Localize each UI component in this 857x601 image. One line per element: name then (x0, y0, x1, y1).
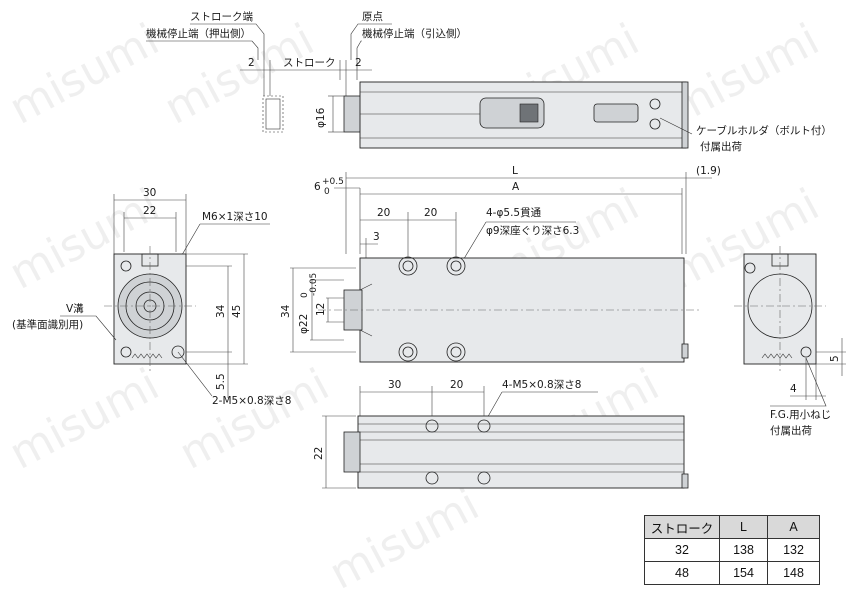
dim-22-bottom: 22 (313, 447, 325, 460)
spec-header-L: L (719, 515, 768, 539)
spec-header-A: A (767, 515, 820, 539)
watermark-8: misumi (1, 359, 167, 480)
dim-2-left: 2 (248, 57, 255, 69)
stroke-end-label: ストローク端 (190, 10, 253, 23)
dim-6-tol-sup: +0.5 (322, 177, 344, 187)
dim-6: 6 (314, 181, 321, 193)
dim-34-left: 34 (215, 304, 227, 318)
mounting-holes (398, 256, 466, 362)
dim-phi22-tol: 0 (300, 292, 310, 298)
rod-end (343, 95, 363, 133)
cable-holder-attached-label: 付属出荷 (700, 140, 742, 153)
table-row: 48 154 148 (644, 561, 820, 585)
dim-20-a: 20 (377, 207, 390, 219)
right-end-view: 5 4 F.G.用小ねじ 付属出荷 (734, 246, 846, 437)
top-view: ストローク端 機械停止端（押出側） 原点 機械停止端（引込側） 2 ストローク … (146, 10, 832, 153)
spec-cell: 132 (767, 538, 820, 562)
dim-30-bottom: 30 (388, 379, 401, 391)
dim-5-5: 5.5 (215, 373, 227, 390)
dim-A: A (512, 181, 520, 193)
cable-holder-label: ケーブルホルダ（ボルト付） (696, 124, 832, 137)
thread-note: M6×1深さ10 (202, 211, 268, 223)
v-groove-note: (基準面識別用) (12, 318, 83, 331)
dim-stroke: ストローク (283, 57, 336, 69)
watermark-1: misumi (1, 14, 167, 135)
dim-22: 22 (143, 205, 156, 217)
dim-6-tol-sub: 0 (324, 187, 330, 197)
hole-note-1: 4-φ5.5貫通 (486, 207, 542, 219)
dim-30: 30 (143, 187, 156, 199)
fg-screw-label: F.G.用小ねじ (770, 409, 831, 421)
dim-phi22: φ22 (298, 314, 310, 334)
dim-20-bottom: 20 (450, 379, 463, 391)
spec-cell: 32 (644, 538, 720, 562)
dim-4: 4 (790, 383, 797, 395)
dim-1-9: (1.9) (696, 165, 721, 177)
spec-table-header-row: ストローク L A (644, 515, 820, 539)
side-thread-note: 2-M5×0.8深さ8 (212, 395, 291, 407)
spec-cell: 138 (719, 538, 768, 562)
bottom-thread-note: 4-M5×0.8深さ8 (502, 379, 581, 391)
bottom-view-body (357, 415, 685, 489)
stroke-end-ghost (262, 95, 284, 133)
spec-cell: 48 (644, 561, 720, 585)
mech-stop-push-label: 機械停止端（押出側） (146, 27, 251, 40)
dim-3: 3 (373, 231, 380, 243)
hole-note-2: φ9深座ぐり深さ6.3 (486, 224, 579, 237)
front-view: L (1.9) A 6 +0.5 0 20 20 3 4-φ5.5貫通 φ9深座… (280, 165, 721, 363)
dim-34: 34 (280, 304, 292, 318)
fg-screw-attached-label: 付属出荷 (770, 424, 812, 437)
mech-stop-pull-label: 機械停止端（引込側） (362, 27, 467, 40)
dim-2-right: 2 (355, 57, 362, 69)
spec-header-stroke: ストローク (644, 515, 720, 539)
bottom-view: 30 20 4-M5×0.8深さ8 22 (313, 379, 689, 489)
spec-cell: 154 (719, 561, 768, 585)
watermark-11: misumi (321, 479, 487, 600)
dim-5: 5 (829, 355, 841, 362)
spec-cell: 148 (767, 561, 820, 585)
dim-20-b: 20 (424, 207, 437, 219)
v-groove-label: V溝 (66, 302, 84, 315)
origin-label: 原点 (362, 11, 383, 23)
dim-phi16: φ16 (315, 107, 327, 128)
table-row: 32 138 132 (644, 538, 820, 562)
dim-45: 45 (231, 305, 243, 318)
dim-L: L (512, 165, 518, 177)
spec-table: ストローク L A 32 138 132 48 154 148 (644, 515, 820, 585)
left-end-view: 30 22 M6×1深さ10 34 45 5.5 2-M5×0.8深さ8 V溝 … (12, 187, 291, 407)
dim-12: 12 (315, 303, 327, 316)
watermark-9: misumi (171, 359, 337, 480)
dim-phi22-tol-b: -0.05 (309, 273, 319, 296)
